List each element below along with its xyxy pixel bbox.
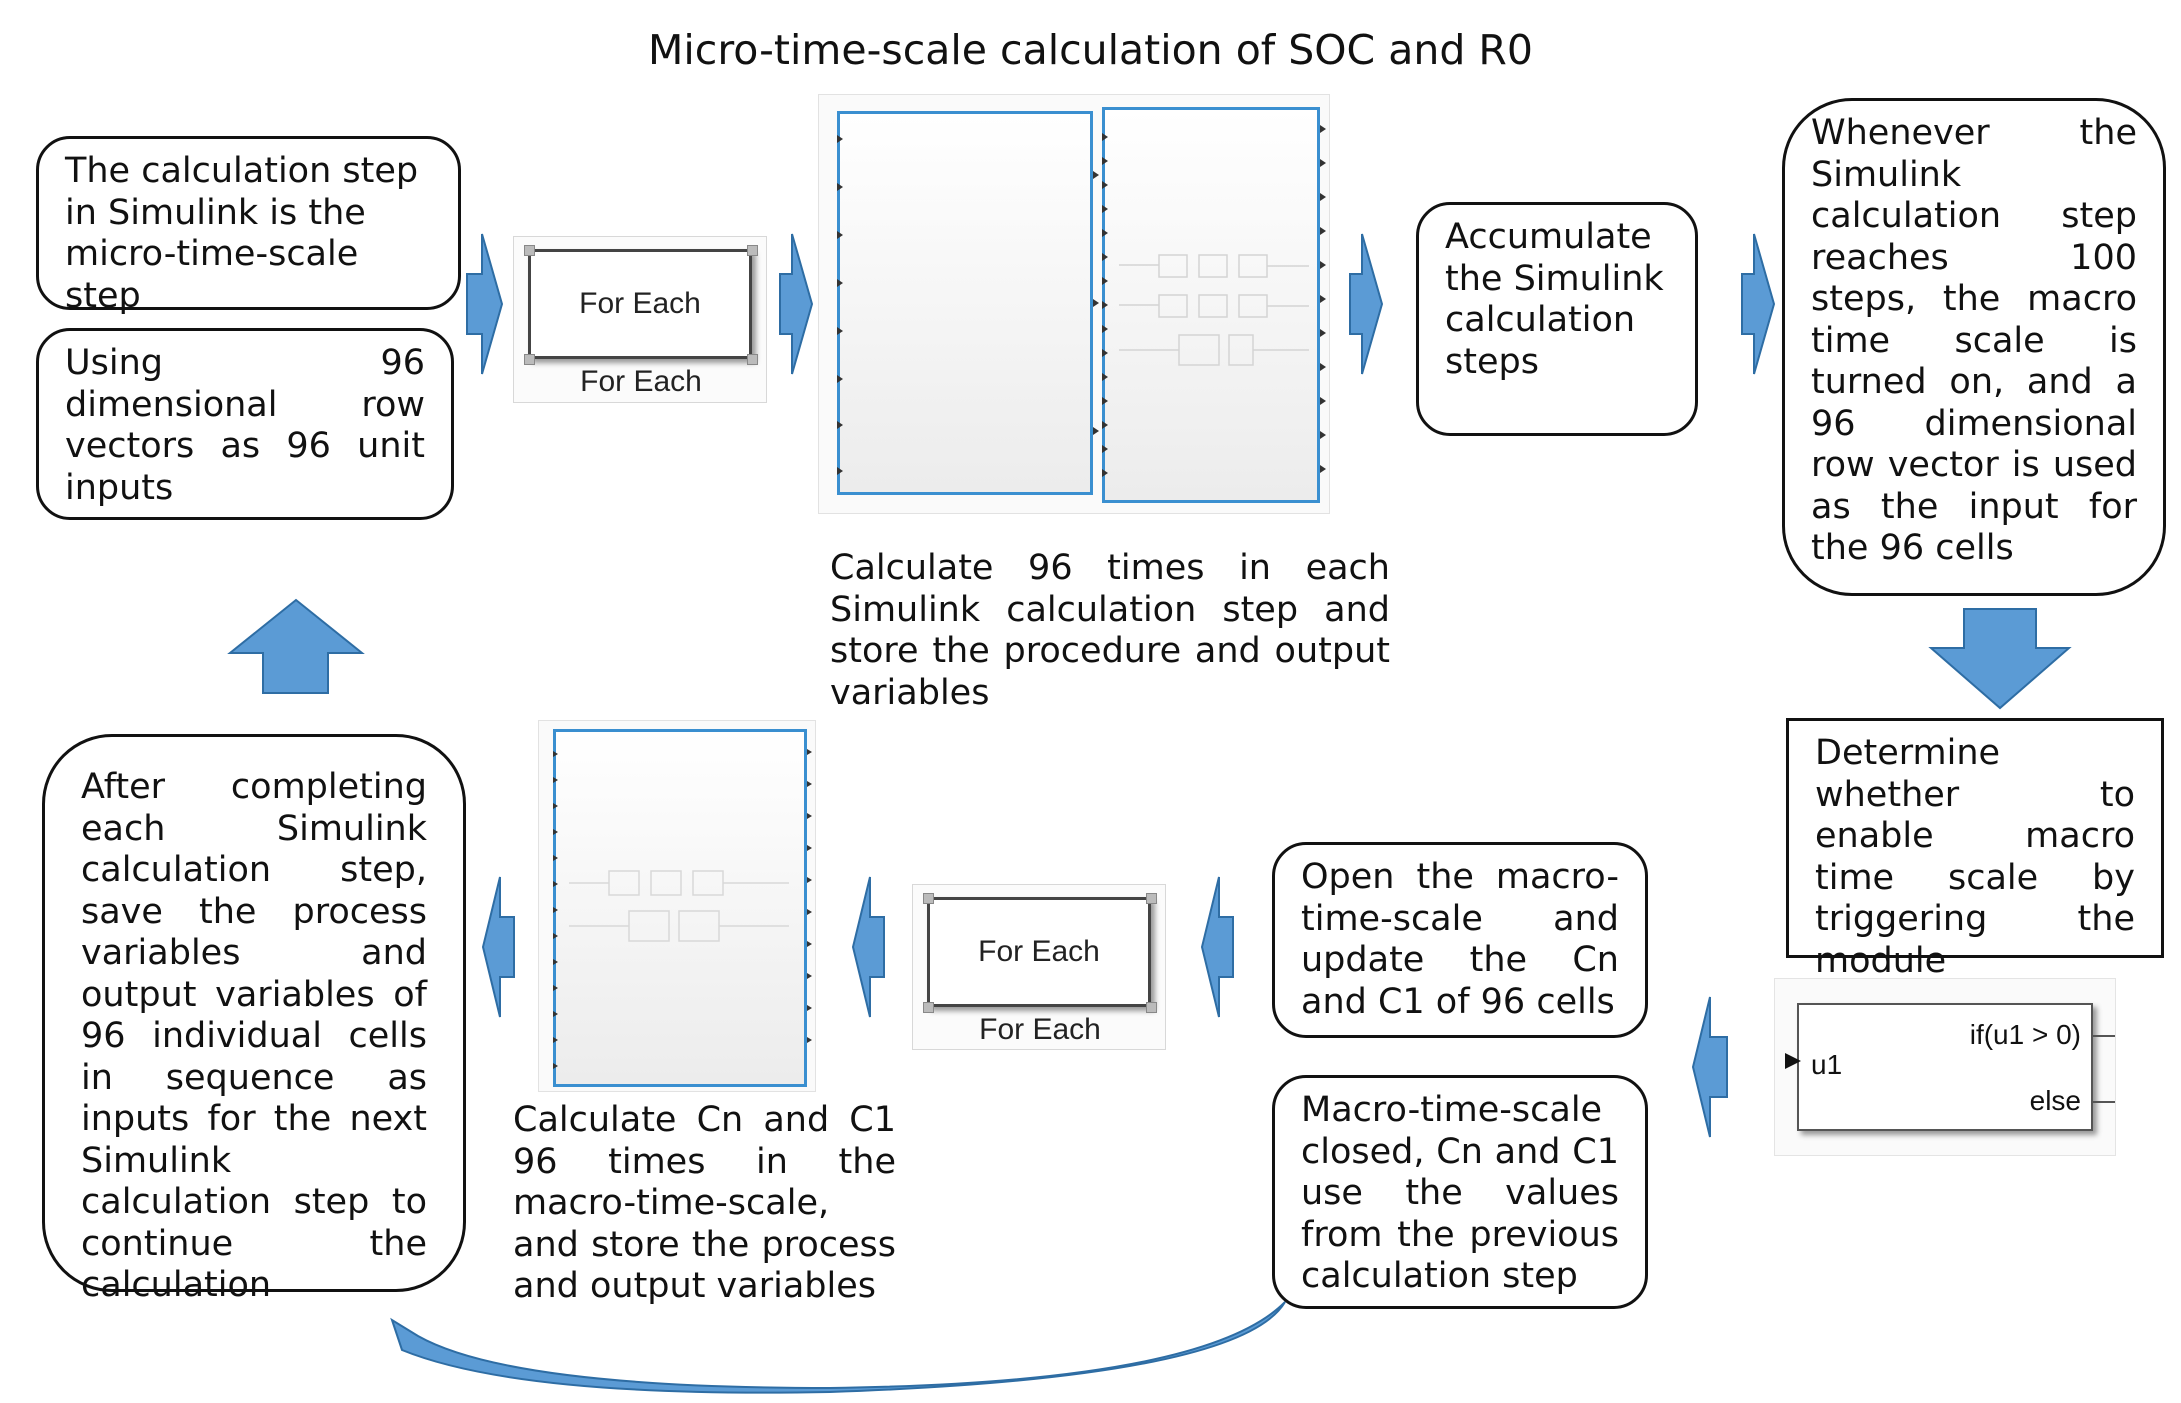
resize-handle [747,245,758,256]
left-arrow-4 [481,876,515,1018]
for-each-1-label: For Each [580,365,702,398]
resize-handle [923,1002,934,1013]
up-arrow [227,598,365,694]
resize-handle [923,893,934,904]
accumulate-box: Accumulate the Simulink calculation step… [1416,202,1698,436]
left-arrow-1 [1691,996,1728,1138]
right-arrow-1 [466,233,504,375]
calc-cn-caption: Calculate Cn and C1 96 times in the macr… [513,1100,896,1306]
macro-closed-box: Macro-time-scale closed, Cn and C1 use t… [1272,1075,1648,1309]
if-input-label: u1 [1811,1049,1843,1080]
resize-handle [747,354,758,365]
resize-handle [1146,1002,1157,1013]
curved-return-arrow [390,1301,1286,1394]
subsystem-ports-top [837,125,1326,477]
down-arrow [1928,608,2072,710]
whenever-box: Whenever the Simulink calculation step r… [1782,98,2166,596]
diagram-title: Micro-time-scale calculation of SOC and … [648,26,1533,74]
if-block-frame: u1 if(u1 > 0) else [1774,978,2116,1156]
right-arrow-3 [1349,233,1384,375]
if-output-label: if(u1 > 0) [1969,1019,2081,1050]
right-arrow-4 [1741,233,1776,375]
if-block: u1 if(u1 > 0) else [1785,1003,2093,1131]
cn-subsystem [553,729,807,1087]
determine-box: Determine whether to enable macro time s… [1786,718,2164,981]
for-each-2-label: For Each [979,1013,1101,1046]
open-macro-box: Open the macro-time-scale and update the… [1272,842,1648,1038]
micro-step-box: The calculation step in Simulink is the … [36,136,461,316]
else-output-label: else [2029,1085,2081,1116]
subsystem-frame-bottom [538,720,816,1092]
subsystem-ports-bottom [553,749,812,1069]
row-vectors-box: Using 96 dimensional row vectors as 96 u… [36,328,454,520]
calc96-caption: Calculate 96 times in each Simulink calc… [830,548,1390,713]
subsystem-frame-top [818,94,1330,514]
right-arrow-2 [779,233,814,375]
if-output-lines [2093,1035,2115,1103]
left-arrow-3 [851,876,885,1018]
after-completing-box: After completing each Simulink calculati… [42,734,466,1305]
left-arrow-2 [1200,876,1234,1018]
for-each-block-1: For Each For Each [513,236,767,403]
resize-handle [1146,893,1157,904]
for-each-block-2: For Each For Each [912,884,1166,1050]
resize-handle [524,245,535,256]
for-each-1-inner: For Each [528,249,752,359]
input-port-icon [1785,1053,1801,1069]
ffrls-subsystem [837,111,1093,495]
for-each-2-inner: For Each [927,897,1151,1007]
resize-handle [524,354,535,365]
